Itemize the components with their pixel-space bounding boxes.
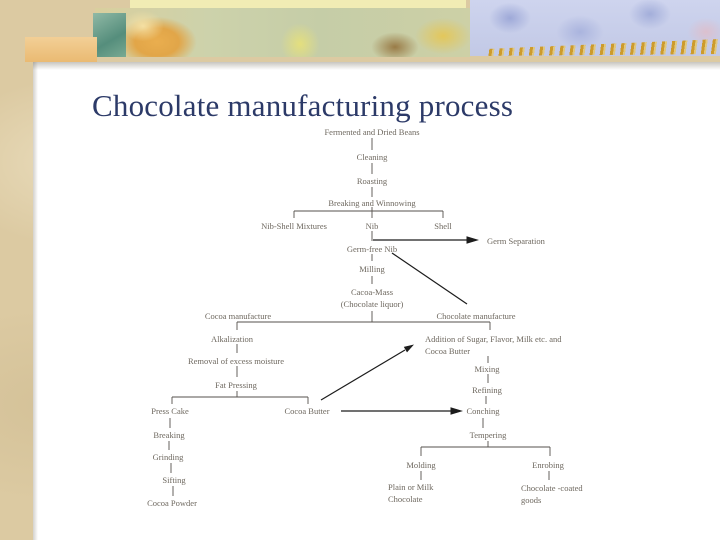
node-sifting: Sifting (162, 475, 186, 485)
node-mixing: Mixing (474, 364, 500, 374)
node-germ-separation: Germ Separation (487, 236, 545, 246)
cocoa-butter-to-addition-arrowhead (403, 344, 414, 353)
node-roasting: Roasting (356, 176, 388, 186)
node-addition-of-ingredients: Addition of Sugar, Flavor, Milk etc. and… (425, 334, 562, 356)
node-refining: Refining (472, 385, 502, 395)
node-nib-shell-mixtures: Nib-Shell Mixtures (261, 221, 327, 231)
teal-leaf-decoration (93, 13, 126, 57)
connector-lines (168, 138, 551, 496)
node-fat-pressing: Fat Pressing (215, 380, 257, 390)
orange-accent-bar (25, 37, 97, 62)
slide-content-panel (33, 62, 720, 540)
node-enrobing: Enrobing (532, 460, 564, 470)
node-conching: Conching (466, 406, 500, 416)
node-breaking: Breaking (153, 430, 185, 440)
nib-to-chocolate-line (391, 252, 468, 305)
node-milling: Milling (359, 264, 385, 274)
node-cleaning: Cleaning (356, 152, 388, 162)
node-alkalization: Alkalization (210, 334, 254, 344)
arrow-connectors (320, 236, 479, 415)
banner-top-strip (130, 0, 466, 9)
node-cocoa-powder: Cocoa Powder (147, 498, 197, 508)
cocoa-butter-to-conching-arrowhead (450, 407, 463, 415)
node-removal-of-excess-moisture: Removal of excess moisture (187, 356, 285, 366)
label-cocoa-manufacture: Cocoa manufacture (204, 311, 272, 321)
label-chocolate-manufacture: Chocolate manufacture (436, 311, 516, 321)
node-molding: Molding (406, 460, 436, 470)
slide-title: Chocolate manufacturing process (92, 88, 514, 123)
node-shell: Shell (434, 221, 452, 231)
germ-separation-arrowhead (466, 236, 479, 244)
node-tempering: Tempering (469, 430, 507, 440)
autumn-leaves-decoration (95, 8, 470, 57)
node-germ-free-nib: Germ-free Nib (346, 244, 398, 254)
node-fermented-dried-beans: Fermented and Dried Beans (324, 127, 420, 137)
node-grinding: Grinding (152, 452, 184, 462)
cocoa-butter-to-addition-arrow-line (320, 349, 406, 401)
node-nib: Nib (365, 221, 379, 231)
node-press-cake: Press Cake (151, 406, 189, 416)
node-cacao-mass: Cacoa-Mass (Chocolate liquor) (340, 287, 404, 309)
node-breaking-and-winnowing: Breaking and Winnowing (328, 198, 416, 208)
node-cocoa-butter: Cocoa Butter (284, 406, 330, 416)
node-plain-or-milk-chocolate: Plain or Milk Chocolate (388, 482, 434, 504)
node-chocolate-coated-goods: Chocolate -coated goods (521, 483, 583, 505)
